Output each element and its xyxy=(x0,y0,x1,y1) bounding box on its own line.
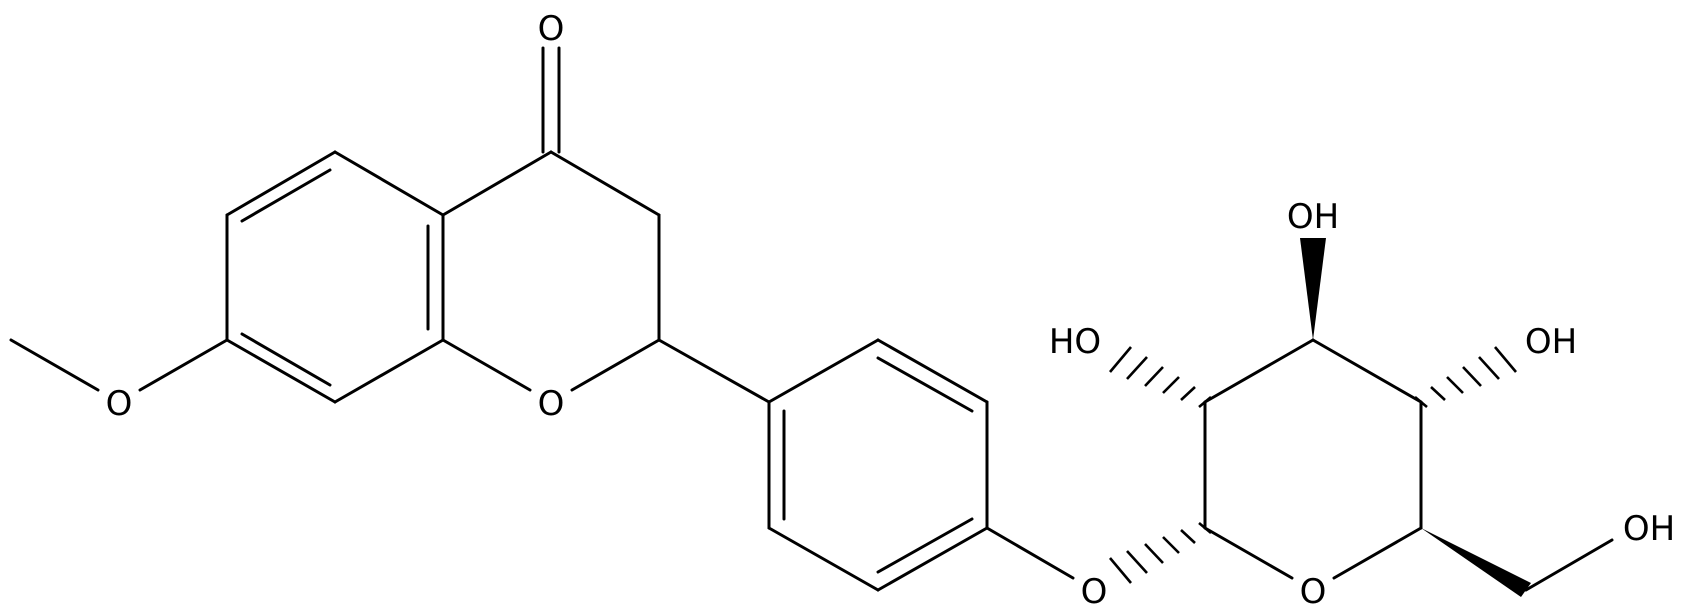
chromanone-bonds xyxy=(9,46,661,404)
ring-oxygen-label: O xyxy=(538,384,565,424)
hydroxyl-top-label: OH xyxy=(1287,197,1339,237)
hydroxymethyl-oh-label: OH xyxy=(1623,509,1675,549)
wedge-bond-c3 xyxy=(1300,238,1326,340)
hydroxyl-left-label: HO xyxy=(1049,322,1101,362)
hashed-bond-anomeric xyxy=(1109,522,1212,584)
atom-labels: O O O O O OH HO OH OH xyxy=(106,9,1676,612)
carbonyl-oxygen-label: O xyxy=(538,9,565,49)
sugar-bonds xyxy=(1203,338,1614,592)
hashed-bond-c2 xyxy=(1109,346,1212,408)
glycosidic-oxygen-label: O xyxy=(1081,572,1108,612)
hashed-bond-c4 xyxy=(1414,346,1517,408)
phenyl-bonds xyxy=(657,338,1075,592)
wedge-bond-c5 xyxy=(1421,528,1531,597)
methoxy-oxygen-label: O xyxy=(106,384,133,424)
hydroxyl-right-label: OH xyxy=(1525,322,1577,362)
pyranose-oxygen-label: O xyxy=(1300,572,1327,612)
